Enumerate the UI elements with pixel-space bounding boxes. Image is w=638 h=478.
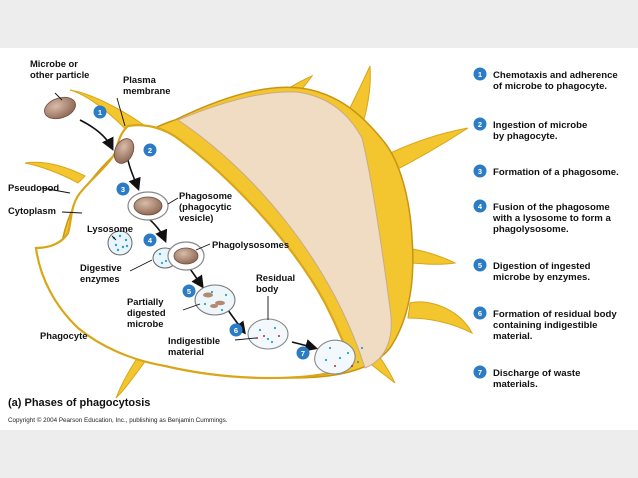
slide: 1 2 3 4 5 6 7 Microbe or other particle … <box>0 48 638 430</box>
svg-text:phagolysosome.: phagolysosome. <box>493 224 569 235</box>
lysosome <box>107 230 133 256</box>
svg-text:materials.: materials. <box>493 379 538 390</box>
phagocytosis-diagram: 1 2 3 4 5 6 7 Microbe or other particle … <box>8 58 619 424</box>
step-item-4: 4 Fusion of the phagosome with a lysosom… <box>473 199 611 235</box>
label-pseudopod: Pseudopod <box>8 182 59 193</box>
label-partial-3: microbe <box>127 318 163 329</box>
step-item-3: 3 Formation of a phagosome. <box>473 164 619 178</box>
waste-discharge <box>314 339 364 375</box>
phagolysosome-digesting <box>194 284 236 316</box>
svg-text:Digestion of ingested: Digestion of ingested <box>493 261 591 272</box>
label-microbe-2: other particle <box>30 69 89 80</box>
label-lysosome: Lysosome <box>87 223 133 234</box>
step-item-6: 6 Formation of residual body containing … <box>473 306 617 342</box>
step-item-7: 7 Discharge of waste materials. <box>473 365 580 390</box>
svg-text:5: 5 <box>478 261 482 270</box>
label-indigestible-1: Indigestible <box>168 335 220 346</box>
svg-text:Formation of residual body: Formation of residual body <box>493 309 617 320</box>
svg-text:2: 2 <box>148 146 152 155</box>
svg-text:2: 2 <box>478 120 482 129</box>
svg-text:microbe by enzymes.: microbe by enzymes. <box>493 272 590 283</box>
cell-cut-face <box>176 91 392 369</box>
svg-text:Formation of a phagosome.: Formation of a phagosome. <box>493 167 619 178</box>
svg-text:with a lysosome to form a: with a lysosome to form a <box>492 213 611 224</box>
label-phagosome-1: Phagosome <box>179 190 232 201</box>
svg-text:material.: material. <box>493 331 532 342</box>
svg-text:7: 7 <box>301 349 305 358</box>
diagram-step-badges: 1 2 3 4 5 6 7 <box>93 105 310 360</box>
svg-text:by phagocyte.: by phagocyte. <box>493 131 558 142</box>
svg-text:Ingestion of microbe: Ingestion of microbe <box>493 120 587 131</box>
svg-text:Fusion of the phagosome: Fusion of the phagosome <box>493 202 610 213</box>
label-indigestible-2: material <box>168 346 204 357</box>
diagram-labels: Microbe or other particle Plasma membran… <box>8 58 295 357</box>
label-residual-2: body <box>256 283 279 294</box>
label-enzymes-1: Digestive <box>80 262 122 273</box>
step-badge-7: 7 <box>296 346 310 360</box>
label-phagosome-2: (phagocytic <box>179 201 232 212</box>
step-badge-2: 2 <box>143 143 157 157</box>
step-item-1: 1 Chemotaxis and adherence of microbe to… <box>473 67 618 92</box>
step-badge-5: 5 <box>182 284 196 298</box>
step-badge-6: 6 <box>229 323 243 337</box>
step-item-2: 2 Ingestion of microbe by phagocyte. <box>473 117 587 142</box>
microbe <box>44 96 76 120</box>
svg-text:3: 3 <box>478 167 482 176</box>
label-plasma-1: Plasma <box>123 74 157 85</box>
label-enzymes-2: enzymes <box>80 273 120 284</box>
svg-text:Discharge of waste: Discharge of waste <box>493 368 580 379</box>
label-residual-1: Residual <box>256 272 295 283</box>
svg-text:4: 4 <box>148 236 153 245</box>
ingested-microbe <box>113 138 135 164</box>
step-badge-1: 1 <box>93 105 107 119</box>
label-microbe-1: Microbe or <box>30 58 78 69</box>
phagosome <box>127 191 169 221</box>
leader-lines <box>41 92 269 341</box>
residual-body <box>247 318 289 350</box>
svg-text:7: 7 <box>478 368 482 377</box>
svg-text:1: 1 <box>478 70 482 79</box>
label-plasma-2: membrane <box>123 85 170 96</box>
svg-text:6: 6 <box>478 309 482 318</box>
svg-text:containing indigestible: containing indigestible <box>493 320 597 331</box>
label-partial-1: Partially <box>127 296 164 307</box>
svg-text:Chemotaxis and adherence: Chemotaxis and adherence <box>493 70 618 81</box>
svg-text:1: 1 <box>98 108 102 117</box>
svg-text:4: 4 <box>478 202 483 211</box>
figure-caption: (a) Phases of phagocytosis <box>8 397 150 409</box>
svg-text:5: 5 <box>187 287 191 296</box>
label-phagosome-3: vesicle) <box>179 212 213 223</box>
label-phagocyte: Phagocyte <box>40 330 87 341</box>
svg-text:of microbe to phagocyte.: of microbe to phagocyte. <box>493 81 607 92</box>
step-badge-3: 3 <box>116 182 130 196</box>
phagolysosome-fusing <box>152 241 205 271</box>
copyright-text: Copyright © 2004 Pearson Education, Inc.… <box>8 416 228 424</box>
label-partial-2: digested <box>127 307 166 318</box>
svg-text:3: 3 <box>121 185 125 194</box>
label-phagolysosomes: Phagolysosomes <box>212 239 289 250</box>
step-list: 1 Chemotaxis and adherence of microbe to… <box>473 67 619 390</box>
step-item-5: 5 Digestion of ingested microbe by enzym… <box>473 258 591 283</box>
svg-text:6: 6 <box>234 326 238 335</box>
step-badge-4: 4 <box>143 233 157 247</box>
label-cytoplasm: Cytoplasm <box>8 205 56 216</box>
